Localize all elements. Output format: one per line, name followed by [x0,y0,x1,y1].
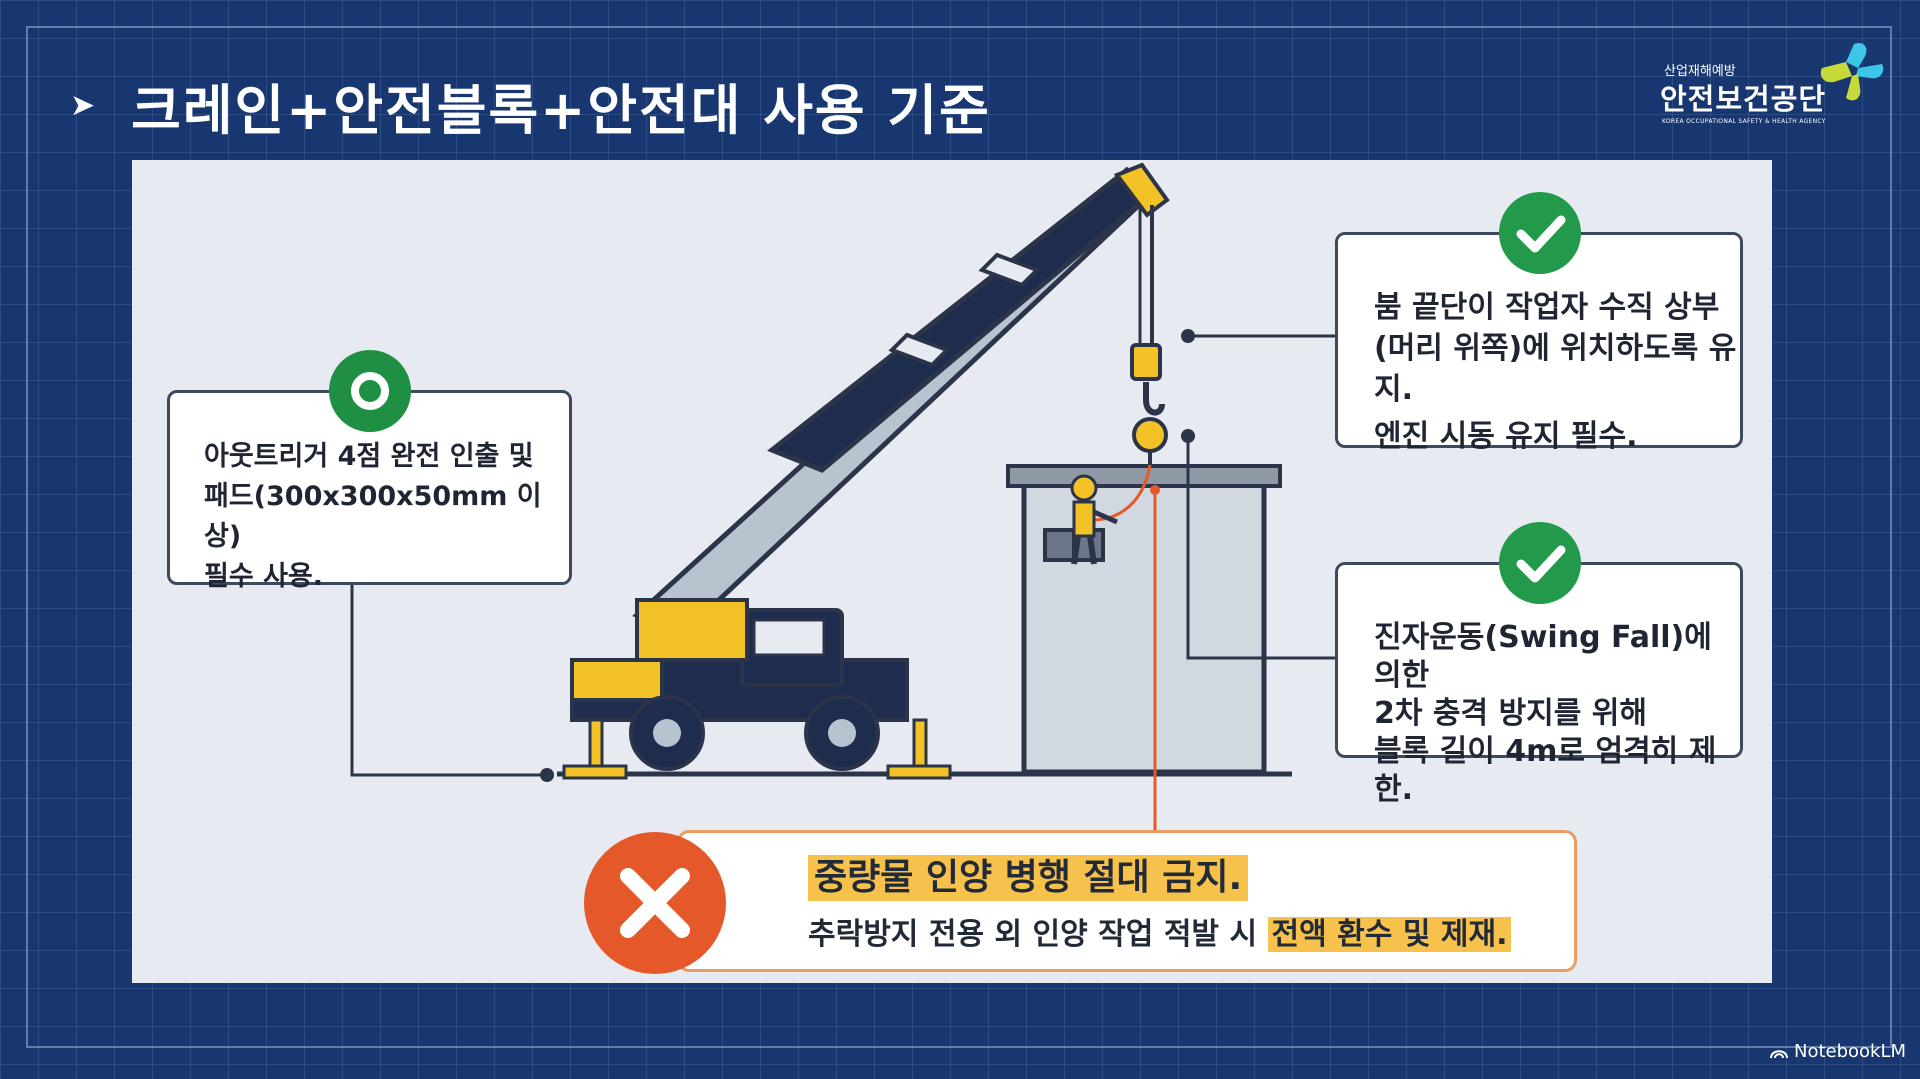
crane-carrier [570,598,909,771]
notebooklm-icon [1770,1049,1788,1058]
callout-boom-line-3: 엔진 시동 유지 필수. [1374,419,1638,454]
callout-boom-line-2: (머리 위쪽)에 위치하도록 유지. [1374,331,1737,407]
check-circle-icon [1499,192,1581,274]
building [1021,479,1267,775]
arrow-right-icon: ➤ [70,87,96,123]
callout-outrigger-line-3: 필수 사용. [204,561,324,592]
callout-outrigger-line-1: 아웃트리거 4점 완전 인출 및 [204,441,534,472]
check-circle-icon [1499,522,1581,604]
safety-block [1132,417,1168,453]
notebooklm-label: NotebookLM [1794,1041,1907,1062]
callout-outrigger-line-2: 패드(300x300x50mm 이상) [204,481,542,552]
outriggers [562,718,952,780]
title-row: ➤ 크레인+안전블록+안전대 사용 기준 [70,70,991,142]
callout-swing-line-2: 2차 충격 방지를 위해 [1374,696,1648,731]
boom-tip [1113,162,1170,218]
page-title: 크레인+안전블록+안전대 사용 기준 [131,78,991,142]
prohibition-emphasis: 전액 환수 및 제재. [1267,917,1512,952]
logo-english-text: KOREA OCCUPATIONAL SAFETY & HEALTH AGENC… [1662,118,1826,125]
worker-figure [1070,474,1118,565]
prohibition-body-text: 추락방지 전용 외 인양 작업 적발 시 [808,917,1258,952]
prohibition-box: 중량물 인양 병행 절대 금지. 추락방지 전용 외 인양 작업 적발 시 전액… [677,830,1577,972]
x-circle-icon [584,832,726,974]
prohibition-body: 추락방지 전용 외 인양 작업 적발 시 전액 환수 및 제재. [808,913,1512,957]
blueprint-frame [26,26,1892,1048]
circle-o-icon [329,350,411,432]
logo-small-text: 산업재해예방 [1664,64,1736,79]
illustration-panel: 아웃트리거 4점 완전 인출 및 패드(300x300x50mm 이상) 필수 … [132,160,1772,983]
callout-swing-line-3: 블록 길이 4m로 엄격히 제한. [1374,734,1717,807]
connector-swing [1186,436,1337,660]
crane-illustration [350,162,1337,830]
notebooklm-watermark: NotebookLM [1770,1041,1906,1062]
lifeline [1091,464,1152,522]
hook [1143,382,1165,416]
callout-boom-line-1: 붐 끝단이 작업자 수직 상부 [1374,290,1720,325]
hook-block [1130,343,1162,381]
agency-logo: 산업재해예방 안전보건공단 KOREA OCCUPATIONAL SAFETY … [1660,38,1890,130]
prohibition-heading: 중량물 인양 병행 절대 금지. [808,855,1249,901]
logo-cross-icon [1820,42,1884,101]
callout-swing-line-1: 진자운동(Swing Fall)에 의한 [1374,620,1712,693]
logo-main-text: 안전보건공단 [1660,82,1827,116]
